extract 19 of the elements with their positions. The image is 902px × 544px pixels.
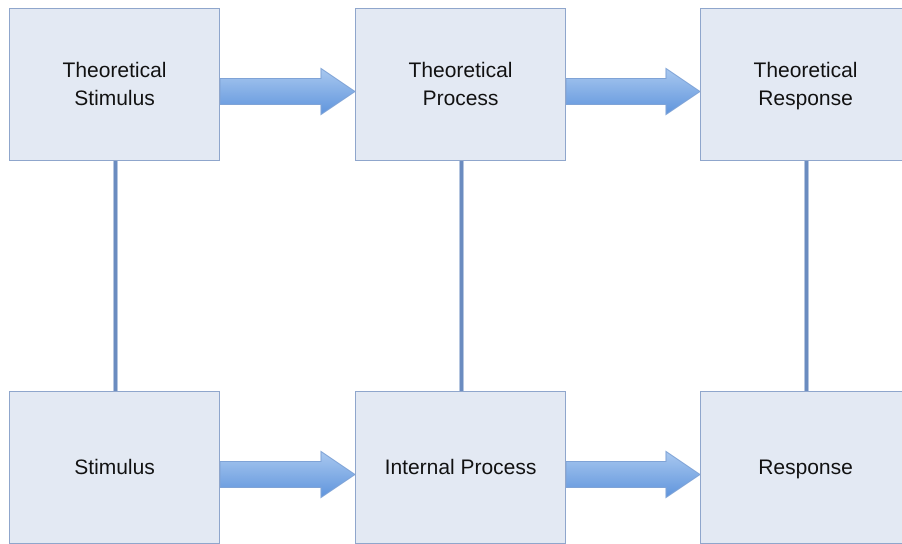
box-label: Theoretical Stimulus — [62, 58, 168, 112]
process-box — [700, 8, 902, 161]
process-box — [9, 8, 220, 161]
block-arrow — [220, 68, 356, 116]
box-label: Theoretical Response — [752, 58, 858, 112]
connector-line — [114, 161, 118, 391]
block-arrow — [566, 450, 701, 498]
box-label: Response — [758, 454, 853, 481]
block-arrow — [566, 68, 701, 116]
process-box — [355, 391, 566, 544]
box-label: Internal Process — [384, 454, 536, 481]
box-label: Theoretical Process — [408, 58, 514, 112]
box-label: Stimulus — [74, 454, 155, 481]
block-arrow — [220, 450, 356, 498]
connector-line — [804, 161, 808, 391]
connector-line — [460, 161, 464, 391]
process-box — [9, 391, 220, 544]
process-box — [355, 8, 566, 161]
process-box — [700, 391, 902, 544]
